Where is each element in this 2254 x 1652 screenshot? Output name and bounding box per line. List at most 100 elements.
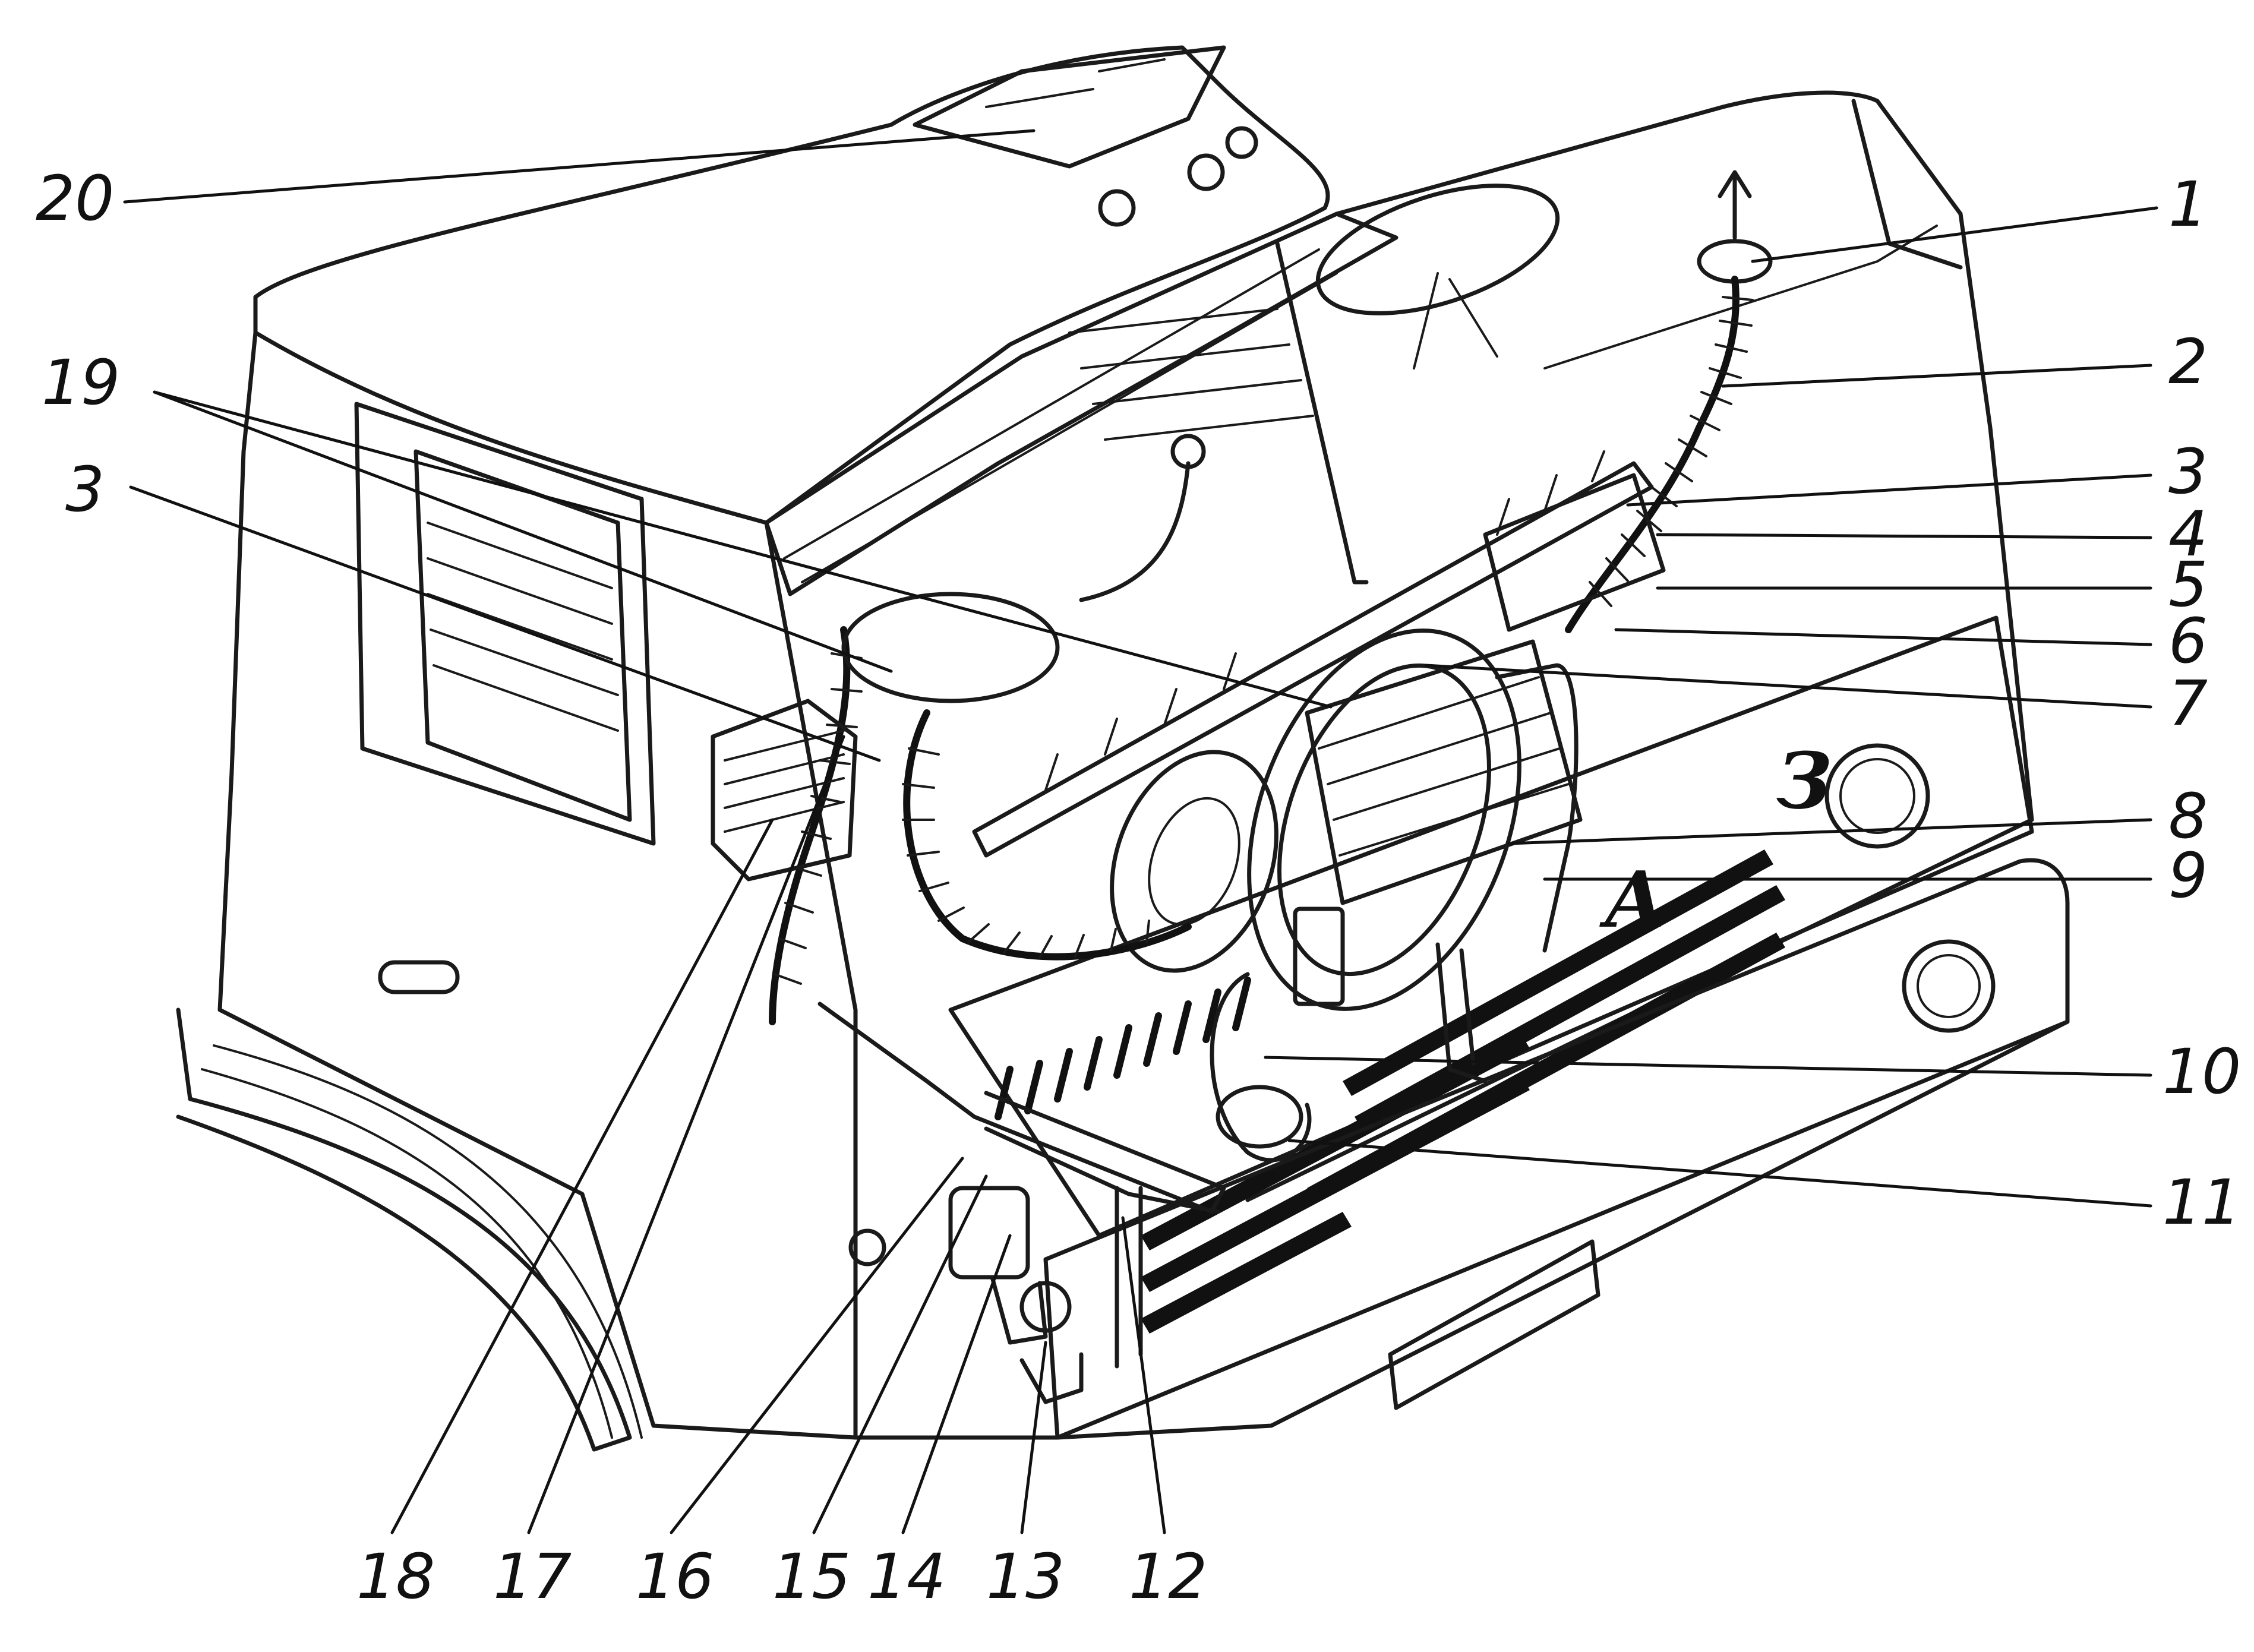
roof-marker-lamp-mid — [1225, 126, 1258, 159]
support-bar — [1275, 241, 1369, 585]
fan-housing — [1110, 750, 1278, 973]
cab-body — [176, 45, 2034, 1452]
expansion-tank — [841, 592, 1060, 703]
front-fender — [176, 1007, 632, 1452]
callout-16: 16 — [636, 1540, 714, 1613]
license-plate — [1388, 1239, 1600, 1410]
cab-side-wall — [217, 330, 858, 1440]
callout-13: 13 — [986, 1540, 1065, 1613]
leader-4 — [1656, 533, 2152, 539]
vent-slat — [1113, 1024, 1132, 1079]
headlight-upper — [1824, 743, 1930, 849]
roof-marker-lamp-right — [1187, 153, 1225, 191]
engine-area — [841, 241, 1654, 858]
heater-assembly — [1110, 628, 1583, 1163]
leader-12 — [1121, 1216, 1166, 1534]
fender-bolt — [848, 1228, 886, 1266]
valve-stem — [990, 1275, 1048, 1345]
cab-roof — [253, 45, 1330, 525]
callout-4: 4 — [2168, 498, 2208, 570]
leader-lines — [123, 129, 2158, 1534]
air-intake — [711, 170, 1773, 1025]
corrugated-hose-vertical — [769, 626, 851, 1025]
windshield-glass-lines — [783, 248, 1338, 583]
leader-6 — [1614, 628, 2152, 646]
tank-cap — [1170, 434, 1206, 469]
callout-12: 12 — [1129, 1540, 1207, 1613]
leader-8 — [1507, 818, 2152, 845]
steering-wheel — [1315, 184, 1560, 315]
vent-slat — [1054, 1048, 1073, 1103]
callout-17: 17 — [493, 1540, 572, 1613]
long-pipe — [817, 1002, 1226, 1214]
vent-slat — [1173, 1000, 1192, 1055]
vent-slat — [1084, 1036, 1103, 1091]
vertical-tube — [1435, 942, 1488, 1084]
heater-radiator-core — [1305, 639, 1583, 905]
grille-slot — [1343, 849, 1773, 1096]
callout-18: 18 — [356, 1540, 435, 1613]
leader-19a — [153, 390, 893, 673]
steering-column — [1413, 272, 1498, 369]
windshield-frame — [764, 211, 1399, 596]
leader-3r — [1626, 473, 2152, 507]
air-distribution-box — [1483, 473, 1666, 632]
rail-teeth — [1044, 450, 1605, 791]
headlight-lower-rim — [1917, 954, 1981, 1018]
callout-9: 9 — [2168, 839, 2208, 912]
drain-cock — [1019, 1352, 1084, 1404]
vent-slat — [1202, 988, 1221, 1043]
grille-slot — [1141, 1075, 1530, 1292]
leader-15 — [812, 1174, 988, 1534]
vent-slats — [995, 977, 1251, 1120]
leader-2 — [1721, 364, 2152, 388]
grille-slots — [1141, 849, 1785, 1334]
tank-filler-pipe — [1079, 461, 1191, 602]
side-heater-fins — [724, 729, 845, 833]
callout-7: 7 — [2168, 667, 2208, 740]
fender-line-1 — [201, 1068, 613, 1439]
leader-1 — [1751, 206, 2158, 263]
callout-20: 20 — [36, 162, 114, 235]
callouts: 1 2 3 4 5 6 7 8 9 10 11 12 13 14 15 16 1… — [36, 162, 2241, 1613]
leader-17 — [527, 735, 845, 1534]
roof-vent-slot — [985, 58, 1166, 108]
duct-outlet — [1216, 1085, 1303, 1149]
leader-7 — [1424, 664, 2152, 709]
radiator-rail — [972, 461, 1654, 858]
leader-3l — [129, 485, 881, 762]
headlight-lower — [1902, 939, 1996, 1033]
heater-ring-large — [1247, 628, 1521, 1011]
leader-19b — [153, 390, 1333, 709]
callout-1: 1 — [2168, 168, 2208, 241]
leader-16 — [670, 1157, 964, 1534]
hose-ribs-left — [902, 747, 1150, 959]
callout-8: 8 — [2168, 780, 2208, 852]
grille-panel — [948, 615, 2034, 1238]
side-heater-unit — [711, 699, 858, 882]
roof-vent-front — [913, 45, 1226, 169]
fan-rotor — [1148, 797, 1240, 926]
seat-cushion — [1068, 308, 1314, 441]
corrugated-hose-right — [1565, 276, 1740, 633]
vent-slat — [1143, 1012, 1162, 1067]
callout-15: 15 — [772, 1540, 851, 1613]
roof-marker-lamp-left — [1098, 189, 1136, 227]
front-panel-edge — [1543, 225, 1938, 369]
callout-5: 5 — [2168, 548, 2208, 621]
callout-2: 2 — [2168, 326, 2208, 398]
leader-10 — [1264, 1056, 2152, 1077]
valve-assembly — [817, 1002, 1226, 1404]
grille-slot — [1141, 1212, 1352, 1334]
callout-3-right: 3 — [2168, 435, 2208, 508]
vent-slat — [995, 1066, 1014, 1120]
corrugated-hose-left — [903, 709, 1192, 961]
door-window-frame — [354, 402, 656, 846]
valve-handle — [1019, 1281, 1072, 1333]
grille-and-bumper — [853, 615, 2070, 1440]
intake-arrow — [1718, 170, 1752, 240]
badge-letter-top: З — [1776, 735, 1832, 826]
door-handle — [378, 960, 460, 994]
